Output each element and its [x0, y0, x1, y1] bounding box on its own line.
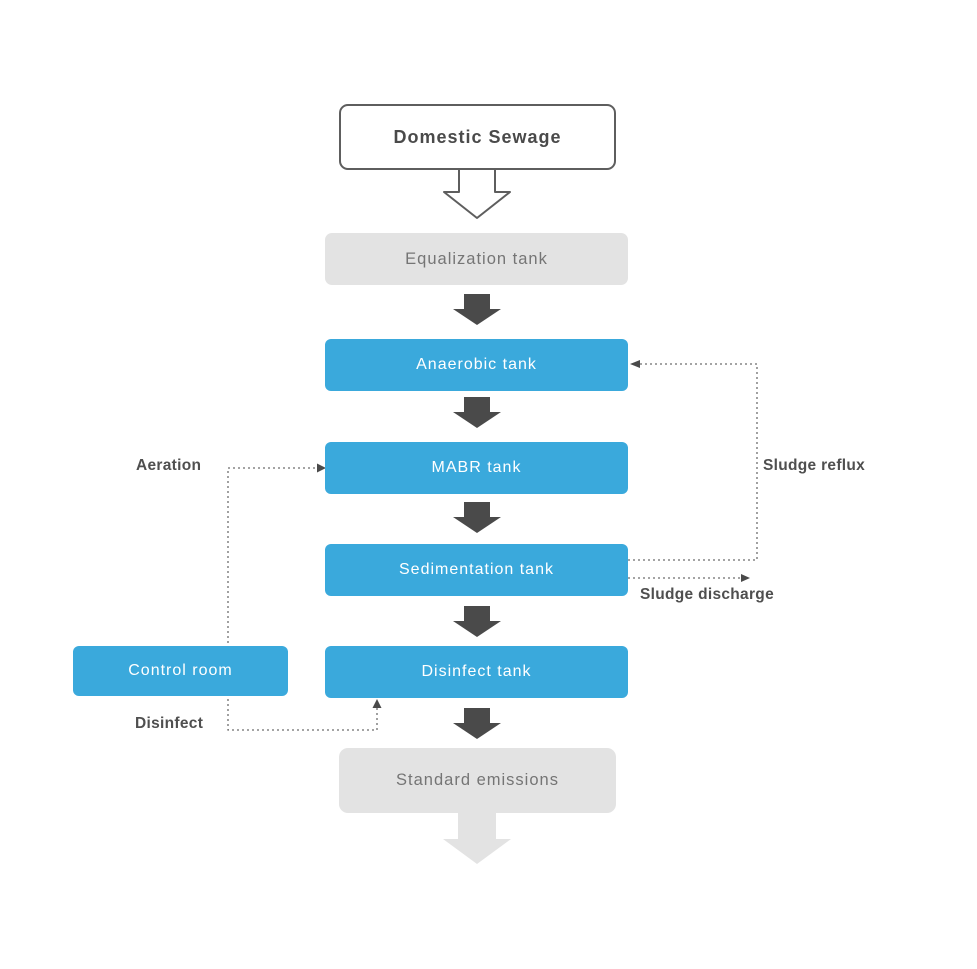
down-arrow-icon-1: [453, 294, 501, 325]
light-down-arrow-icon: [443, 812, 511, 864]
node-anaerobic-tank: Anaerobic tank: [325, 339, 628, 391]
sludge-discharge-arrowhead-icon: [741, 574, 750, 582]
hollow-down-arrow-icon: [443, 165, 511, 219]
connector-sludge-reflux: [628, 363, 758, 561]
node-mabr-tank: MABR tank: [325, 442, 628, 494]
label-sludge-discharge: Sludge discharge: [640, 586, 774, 603]
node-domestic-sewage: Domestic Sewage: [339, 104, 616, 170]
connector-aeration: [227, 467, 317, 648]
sludge-reflux-arrowhead-icon: [630, 360, 640, 368]
node-disinfect-tank: Disinfect tank: [325, 646, 628, 698]
aeration-arrowhead-icon: [317, 463, 326, 473]
node-standard-emissions: Standard emissions: [339, 748, 616, 813]
node-sedimentation-tank: Sedimentation tank: [325, 544, 628, 596]
down-arrow-icon-2: [453, 397, 501, 428]
node-equalization-tank: Equalization tank: [325, 233, 628, 285]
disinfect-arrowhead-icon: [372, 699, 382, 708]
label-aeration: Aeration: [136, 457, 202, 474]
node-control-room: Control room: [73, 646, 288, 696]
connector-disinfect: [227, 694, 378, 731]
down-arrow-icon-3: [453, 502, 501, 533]
label-disinfect: Disinfect: [135, 715, 204, 732]
label-sludge-reflux: Sludge reflux: [763, 457, 866, 474]
down-arrow-icon-5: [453, 708, 501, 739]
down-arrow-icon-4: [453, 606, 501, 637]
